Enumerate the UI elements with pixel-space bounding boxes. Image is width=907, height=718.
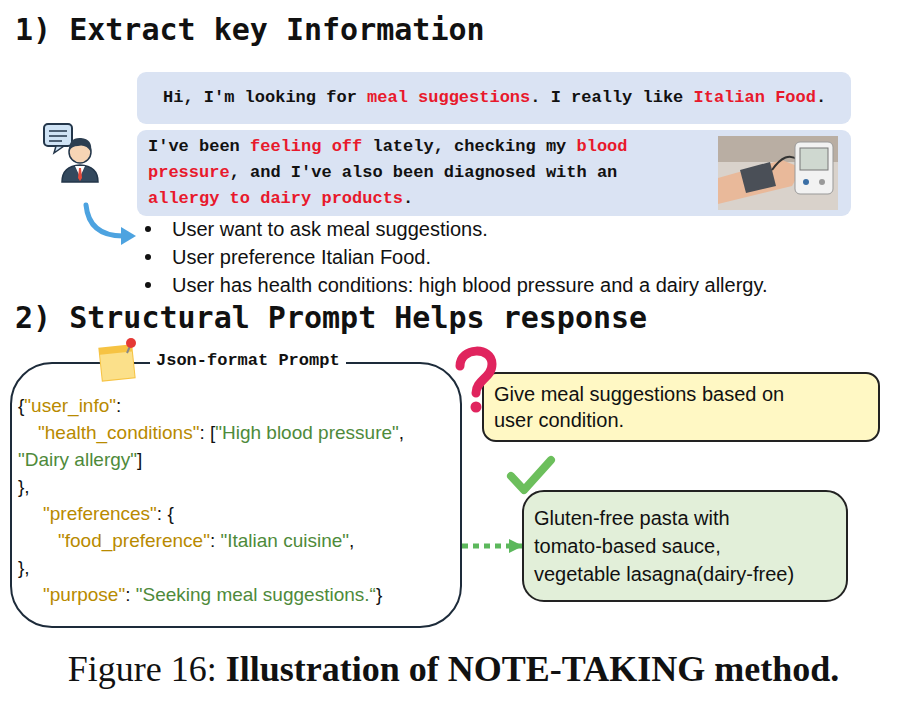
text-run: "health_conditions" [38,422,199,443]
photo-arm [718,160,802,204]
code-line: "food_preference": "Italian cuisine", [18,527,452,554]
text-run: Italian Food [694,88,816,107]
text-run: : [116,395,121,416]
answer-box: Gluten-free pasta with tomato-based sauc… [522,490,848,602]
json-prompt-box: Json-format Prompt{"user_info":"health_c… [10,362,462,628]
code-line: "preferences": { [18,500,452,527]
text-run: } [376,584,382,605]
bullet-dot [145,254,151,260]
note-face [100,351,135,380]
curved-arrow-head [121,227,136,245]
text-run: Hi, I'm looking for [163,88,367,107]
text-run: , [399,422,404,443]
panel-heading: Json-format Prompt [150,350,346,372]
text-run: { [18,395,24,416]
text-run: "Seeking meal suggestions.“ [136,584,376,605]
figure-caption: Figure 16: Illustration of NOTE-TAKING m… [0,646,907,692]
bullet-text: User preference Italian Food. [172,244,431,270]
check-mark-icon [511,460,551,490]
bullet-text: User has health conditions: high blood p… [172,272,768,298]
code-line: }, [18,473,452,500]
check-mark [511,460,551,490]
text-run: feeling off [250,137,362,156]
text-run: , and I've also been diagnosed with an [230,163,618,182]
bullet-dot [145,226,151,232]
photo-ground [718,136,838,210]
text-run: "preferences" [43,503,157,524]
photo-monitor [795,142,833,194]
note-pin [126,338,136,348]
text-run: "purpose" [43,584,125,605]
photo-cuff [740,162,776,193]
text-run: "user_info" [24,395,116,416]
photo-screen [800,148,828,170]
text-run: allergy to dairy products [148,189,403,208]
chat-bubble: Hi, I'm looking for meal suggestions. I … [137,72,851,124]
text-run: , [349,530,354,551]
text-run: "food_preference" [58,530,210,551]
text-run: }, [18,557,30,578]
text-run: . I really like [530,88,693,107]
note-paper [98,344,135,381]
curved-arrow-line [86,205,123,236]
text-run: "Dairy allergy" [18,449,137,470]
question-box: Give meal suggestions based on user cond… [482,372,880,442]
code-line: }, [18,554,452,581]
sticky-note-icon [98,338,136,382]
text-run: : [ [199,422,215,443]
section-heading: 1) Extract key Information [15,10,485,50]
question-dot [471,402,482,413]
message-text: Hi, I'm looking for meal suggestions. I … [163,84,839,112]
speech-icon [44,124,72,146]
text-run: . [816,88,826,107]
blood-pressure-photo [718,136,838,210]
text-run: : { [157,503,174,524]
text-run: meal suggestions [367,88,530,107]
bullet-text: User want to ask meal suggestions. [172,216,488,242]
text-run: : [125,584,136,605]
speech-lines [49,131,67,141]
text-run: "High blood pressure" [215,422,399,443]
message-text: I've been feeling off lately, checking m… [148,134,678,212]
text-run: . [403,189,413,208]
text-run: : [210,530,221,551]
user-icon [44,124,98,182]
code-line: "purpose": "Seeking meal suggestions.“} [18,581,452,608]
section-heading: 2) Structural Prompt Helps response [15,298,647,338]
question-text: Give meal suggestions based on user cond… [494,381,809,433]
photo-button [803,179,809,185]
user-hair [69,138,91,152]
text-run: }, [18,476,30,497]
photo-button [819,179,825,185]
photo-tube [772,157,798,170]
text-run: I've been [148,137,250,156]
text-run: Figure 16: [68,649,226,689]
text-run: Illustration of NOTE-TAKING method. [226,649,839,689]
user-tie [78,168,82,181]
text-run: lately, checking my [362,137,576,156]
text-run: "Italian cuisine" [220,530,349,551]
code-line: "health_conditions": ["High blood pressu… [18,419,452,473]
code-line: {"user_info": [18,392,452,419]
curved-arrow [86,205,136,245]
user-body [62,165,98,182]
text-run: ] [137,449,142,470]
bullet-dot [145,282,151,288]
answer-text: Gluten-free pasta with tomato-based sauc… [534,504,798,588]
dotted-arrow [462,544,522,549]
speech-tail [54,146,64,153]
